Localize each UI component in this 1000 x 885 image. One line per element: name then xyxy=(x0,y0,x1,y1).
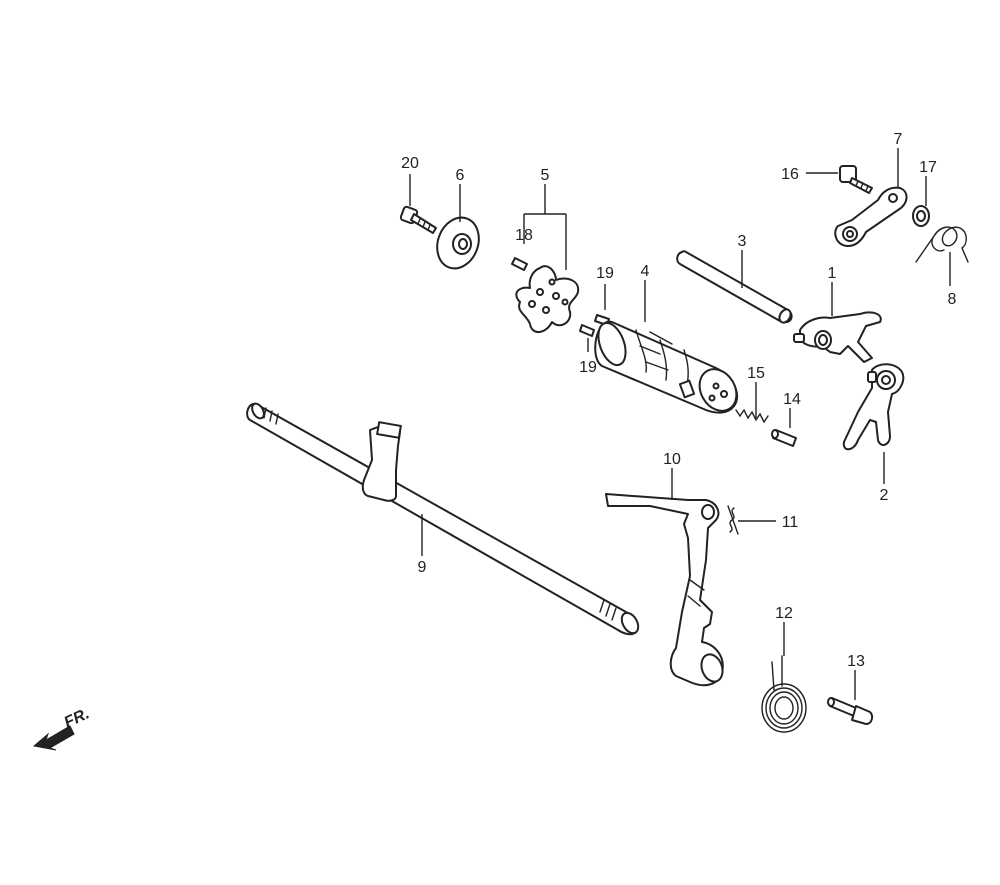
front-direction-arrow-icon xyxy=(32,725,75,751)
label-part-19-upper: 19 xyxy=(596,265,614,282)
label-part-6: 6 xyxy=(456,167,465,184)
label-part-20: 20 xyxy=(401,155,419,172)
label-part-10: 10 xyxy=(663,451,681,468)
part-3-fork-shaft xyxy=(676,250,793,324)
label-part-1: 1 xyxy=(828,265,837,282)
label-part-12: 12 xyxy=(775,605,793,622)
label-part-16: 16 xyxy=(781,166,799,183)
label-part-14: 14 xyxy=(783,391,801,408)
part-11-spring xyxy=(727,505,739,535)
part-19b-pin xyxy=(579,324,595,337)
part-1-shift-fork xyxy=(793,311,882,363)
part-9-gearshift-spindle xyxy=(246,402,640,636)
leader-lines xyxy=(409,148,951,700)
part-4-shift-drum xyxy=(594,320,739,414)
part-2-shift-fork xyxy=(842,363,905,451)
part-15-spring xyxy=(735,408,769,424)
label-part-17: 17 xyxy=(919,159,937,176)
label-part-4: 4 xyxy=(641,263,650,280)
label-part-5: 5 xyxy=(541,167,550,184)
label-part-2: 2 xyxy=(880,487,889,504)
part-18-pin xyxy=(511,257,528,271)
part-7-stopper-arm xyxy=(834,186,908,247)
label-part-13: 13 xyxy=(847,653,865,670)
part-16-bolt xyxy=(839,165,873,194)
label-part-18: 18 xyxy=(515,227,533,244)
label-part-7: 7 xyxy=(894,131,903,148)
front-indicator-label: FR. xyxy=(62,705,93,731)
label-part-11: 11 xyxy=(782,514,799,531)
part-14-pin xyxy=(771,429,797,447)
part-20-bolt xyxy=(399,205,437,234)
label-part-15: 15 xyxy=(747,365,765,382)
label-part-8: 8 xyxy=(948,291,957,308)
part-5-star-plate xyxy=(515,265,580,333)
label-part-3: 3 xyxy=(738,233,747,250)
label-part-9: 9 xyxy=(418,559,427,576)
part-6-plate xyxy=(436,216,480,270)
part-12-return-spring xyxy=(761,655,807,733)
part-17-washer xyxy=(912,205,930,227)
part-13-pin-bolt xyxy=(827,697,874,725)
part-8-spring xyxy=(915,226,969,263)
part-10-drum-shift-arm xyxy=(605,493,724,687)
label-part-19-lower: 19 xyxy=(579,359,597,376)
part-number-labels: 20 6 5 18 19 19 4 3 1 2 16 7 17 8 15 14 … xyxy=(401,131,956,670)
